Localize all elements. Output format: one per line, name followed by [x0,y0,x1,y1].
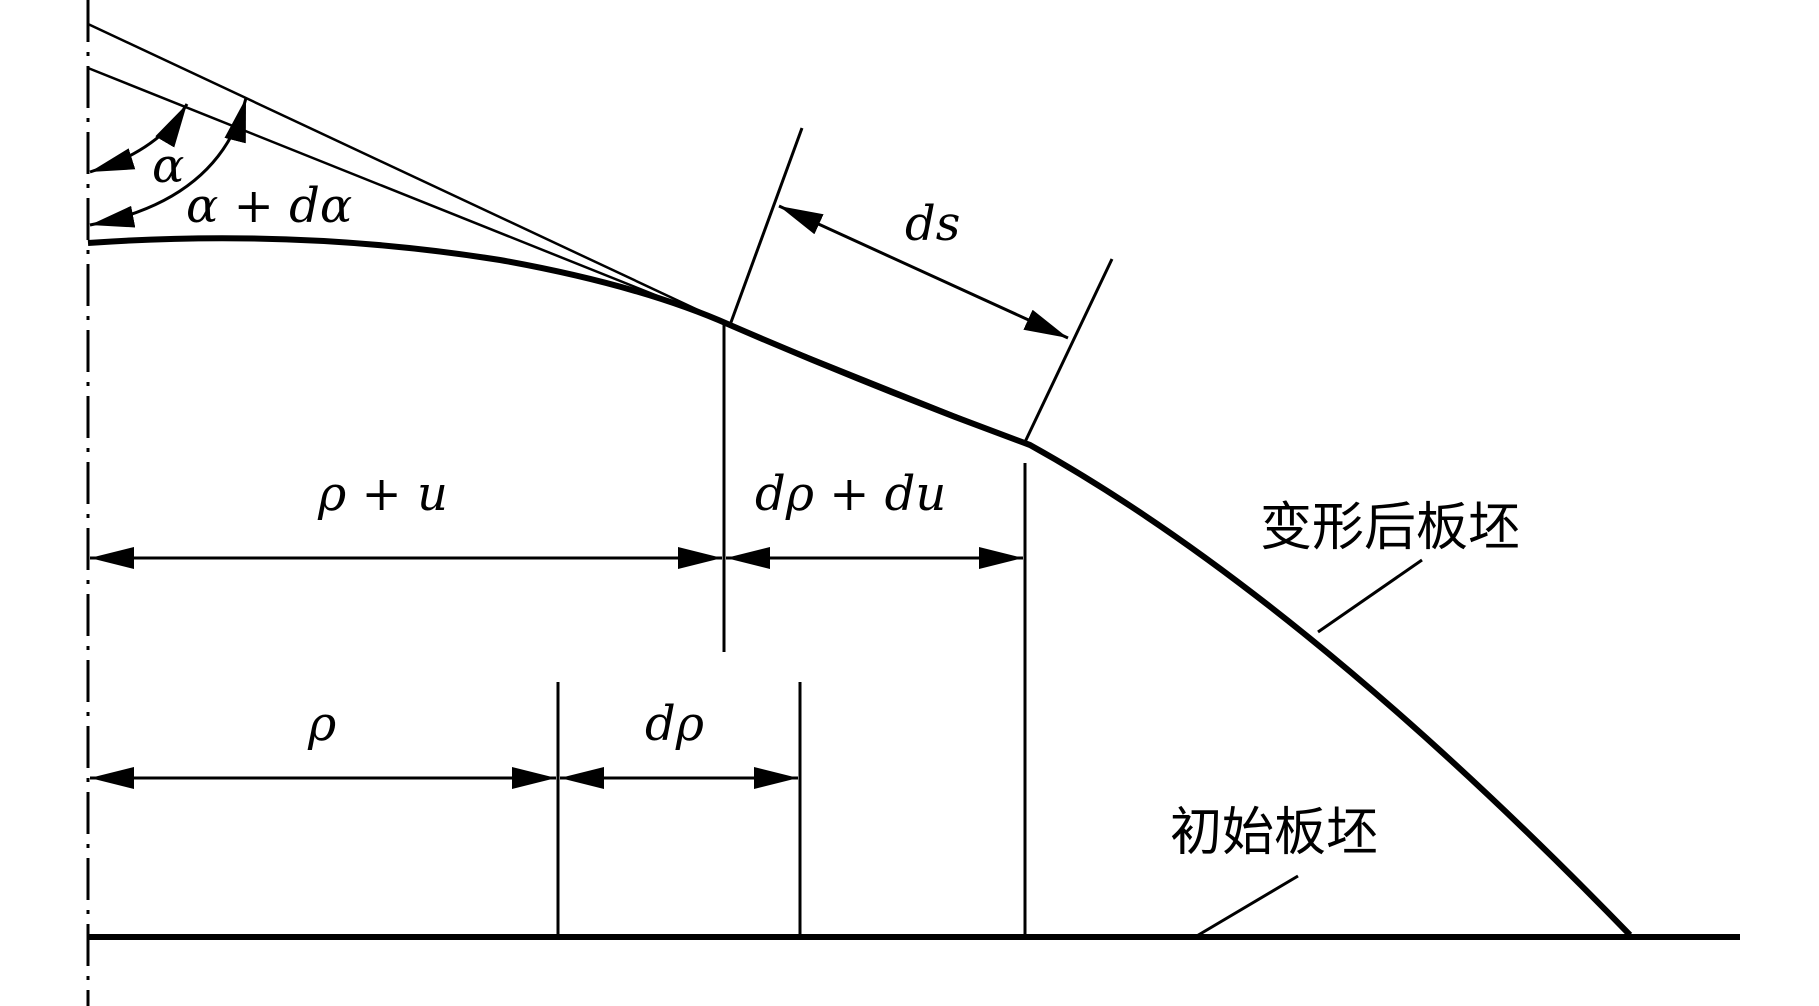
drho-plus-du-label: dρ + du [755,466,946,522]
tangent-line-alpha-plus-dalpha [87,22,731,327]
ds-extension-right [1023,258,1114,443]
rho-plus-u-label: ρ + u [317,466,448,522]
deformed-blank-label: 变形后板坯 [1260,498,1520,558]
ds-extension-left [728,127,804,326]
ds-dimension-line [778,204,1069,340]
ds-label: ds [905,196,960,252]
alpha-label: α [152,138,184,194]
drho-label: dρ [645,696,704,752]
initial-blank-label: 初始板坯 [1170,803,1378,863]
rho-label: ρ [307,696,336,752]
alpha-plus-dalpha-label: α + dα [186,178,352,234]
deformed-blank-curve [87,235,1633,938]
initial-blank-leader [1194,874,1299,939]
alpha-plus-dalpha-arc [89,97,248,228]
deformed-blank-leader [1317,558,1423,634]
